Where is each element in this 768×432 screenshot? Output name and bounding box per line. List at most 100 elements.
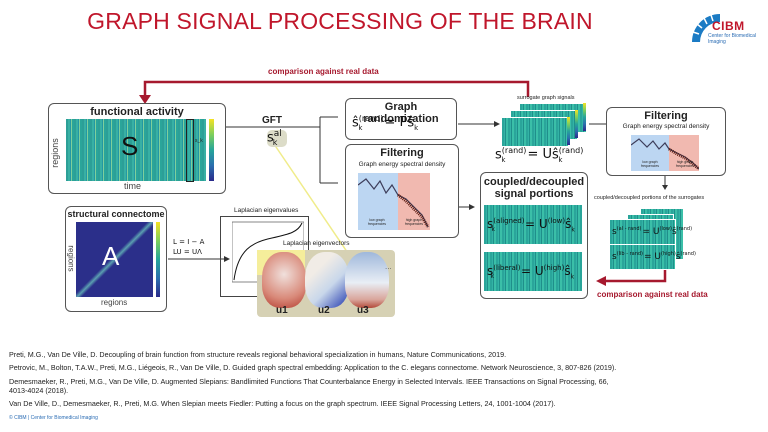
cibm-logo-icon — [692, 14, 720, 42]
eq-lhs-sup: (rand) — [358, 114, 384, 123]
structural-connectome-title: structural connectome — [67, 209, 165, 219]
filtering-center-subtitle: Graph energy spectral density — [358, 161, 446, 168]
functional-activity-title: functional activity — [90, 106, 184, 118]
surrogate-aligned-equation: s(al - rand)= U(low)ŝ(rand) — [612, 226, 692, 237]
liberal-equation: s(liberal)k= U(high)ŝk — [487, 264, 574, 280]
high-freq-label: high graph frequencies — [404, 218, 424, 226]
surrogates-label: surrogate graph signals — [517, 95, 575, 101]
sur-mid: = U — [527, 147, 552, 163]
eigenvalues-label: Laplacian eigenvalues — [234, 207, 299, 214]
brain-u3-icon — [345, 252, 389, 308]
surrogate-equation: s(rand)k= Uŝ(rand)k — [495, 146, 583, 164]
sl-rhs: ŝ — [675, 252, 681, 262]
filtering-right-panel: Filtering Graph energy spectral density … — [606, 107, 726, 176]
filtering-right-title: Filtering — [644, 110, 688, 122]
sa-rhs-sup: (rand) — [676, 226, 693, 232]
sur-rhs: ŝ — [551, 147, 559, 163]
liberal-eq: = U — [520, 264, 544, 278]
laplacian-eq2: LU = UΛ — [173, 248, 202, 256]
eq-rhs: ŝ — [407, 115, 415, 131]
sa-eq: = U — [642, 227, 660, 237]
aligned-sub: k — [491, 226, 496, 234]
eq-mid: = P — [384, 115, 408, 131]
aligned-rhs-sub: k — [571, 226, 575, 234]
brain-u2-icon — [305, 252, 349, 308]
connectome-colorbar — [156, 222, 160, 297]
eigenvector-u1-label: u1 — [276, 305, 288, 316]
sa-u-sup: (low) — [659, 226, 672, 232]
psd-curve — [358, 178, 430, 228]
sl-rhs-sup: (rand) — [680, 251, 696, 257]
high-freq-label-right: high graph frequencies — [675, 160, 695, 168]
randomization-equation: ŝ(rand)k= Pŝk — [352, 114, 418, 132]
top-comparison-label: comparison against real data — [268, 67, 379, 76]
page-title: GRAPH SIGNAL PROCESSING OF THE BRAIN — [87, 8, 593, 34]
coupled-title-line1: coupled/decoupled — [483, 176, 585, 188]
x-axis-label: time — [124, 181, 142, 191]
gft-sub: k — [272, 137, 278, 147]
aligned-rhs: ŝ — [565, 217, 572, 231]
sa-lhs: s — [612, 227, 617, 237]
surrogate-aligned-portion: s(al - rand)= U(low)ŝ(rand) — [609, 219, 692, 245]
aligned-portion: s(aligned)k= U(low)ŝk — [484, 205, 582, 244]
functional-activity-matrix — [66, 119, 206, 181]
top-comparison-arrow — [143, 80, 530, 97]
gft-symbol: salk — [267, 129, 282, 147]
surrogate-colorbar-2 — [575, 110, 578, 138]
sl-u-sup: (high) — [661, 251, 676, 257]
surrogate-portions-label: coupled/decoupled portions of the surrog… — [594, 195, 705, 201]
sa-sup: (al - rand) — [616, 226, 642, 232]
eq-lhs-sub: k — [358, 123, 363, 132]
sur-sub: k — [501, 155, 506, 164]
coupled-decoupled-panel: coupled/decoupled signal portions s (alig… — [480, 172, 588, 299]
filtering-center-title: Filtering — [380, 147, 424, 159]
logo-subtitle: Center for Biomedical Imaging — [708, 33, 757, 45]
sl-sup: (lib - rand) — [616, 251, 644, 257]
eq-lhs: ŝ — [352, 115, 359, 131]
functional-activity-panel: functional activity S s_k regions time — [48, 103, 226, 194]
liberal-rhs-sub: k — [570, 273, 575, 281]
y-axis-label: regions — [49, 138, 60, 168]
eigenvector-u3-label: u3 — [357, 305, 369, 316]
reference-1: Preti, M.G., Van De Ville, D. Decoupling… — [9, 350, 507, 359]
sur-rhs-sub: k — [558, 155, 563, 164]
low-frequency-region-right — [631, 135, 669, 171]
eq-rhs-sub: k — [414, 123, 419, 132]
surrogate-layer-1 — [501, 117, 569, 147]
liberal-sub: k — [490, 273, 494, 281]
low-freq-label-right: low graph frequencies — [640, 160, 660, 168]
sa-rhs: ŝ — [671, 227, 677, 237]
column-highlight — [186, 119, 194, 182]
liberal-portion: s(liberal)k= U(high)ŝk — [484, 252, 582, 291]
graph-randomization-title: Graph randomization — [363, 101, 439, 125]
psd-curve-right — [631, 138, 699, 171]
footer-copyright: © CIBM | Center for Biomedical Imaging — [9, 415, 98, 421]
liberal-rhs: ŝ — [564, 264, 571, 278]
sur-sup: (rand) — [501, 146, 527, 155]
filtering-right-subtitle: Graph energy spectral density — [622, 123, 710, 130]
sur-rhs-sup: (rand) — [558, 146, 584, 155]
reference-4: Van De Ville, D., Demesmaeker, R., Preti… — [9, 399, 556, 408]
coupled-title-line2: signal portions — [494, 188, 574, 200]
bottom-comparison-label: comparison against real data — [597, 290, 708, 299]
surrogate-liberal-portion: s(lib - rand)= U(high)ŝ(rand) — [609, 244, 696, 270]
aligned-u-sup: (low) — [547, 217, 566, 225]
liberal-sup: (liberal) — [493, 264, 521, 272]
eigenvectors-label: Laplacian eigenvectors — [283, 240, 350, 247]
connectome-matrix — [76, 222, 153, 297]
matrix-label-s: S — [121, 131, 139, 161]
filtering-center-panel: Filtering Graph energy spectral density … — [345, 144, 459, 238]
surrogate-liberal-equation: s(lib - rand)= U(high)ŝ(rand) — [612, 251, 696, 262]
liberal-lhs: s — [487, 264, 494, 278]
gft-label: GFT — [262, 115, 282, 126]
matrix-label-a: A — [102, 241, 120, 271]
brain-u1-icon — [262, 252, 306, 308]
connectome-x-label: regions — [101, 298, 128, 307]
surrogate-colorbar-1 — [567, 117, 570, 145]
aligned-eq: = U — [525, 217, 548, 231]
aligned-sup: (aligned) — [493, 217, 525, 225]
logo-name: CIBM — [712, 19, 745, 33]
aligned-equation: s(aligned)k= U(low)ŝk — [487, 217, 575, 233]
reference-3-cont: 4013-4024 (2018). — [9, 386, 69, 395]
reference-2: Petrovic, M., Bolton, T.A.W., Preti, M.G… — [9, 363, 617, 372]
